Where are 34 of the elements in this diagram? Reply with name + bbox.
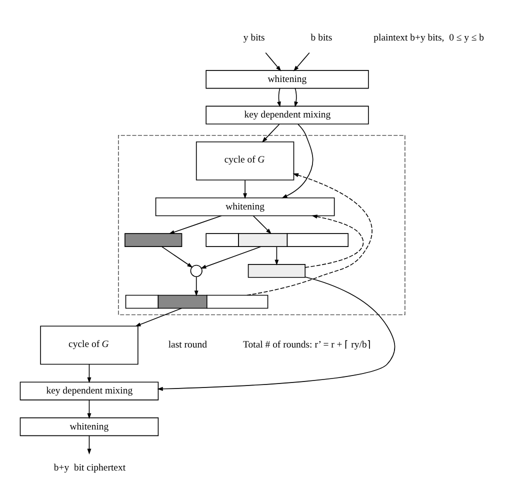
arrow [294, 88, 298, 108]
node-circle [190, 264, 202, 277]
arrow [292, 52, 310, 72]
arrow [200, 246, 261, 269]
node-box: whitening [154, 197, 334, 216]
arrow [160, 246, 192, 268]
arrow [261, 124, 280, 142]
node-box: whitening [205, 70, 368, 89]
arrow [86, 364, 91, 384]
node-text: b bits [310, 32, 332, 44]
arrow [194, 276, 198, 296]
arrow [274, 246, 278, 266]
arrow [86, 436, 91, 454]
arrow [252, 216, 272, 234]
node-text: b+y bit ciphertext [53, 462, 126, 474]
label: last round [168, 340, 206, 351]
label: plaintext b+y bits, 0 ≤ y ≤ b [373, 32, 484, 44]
arrow [86, 400, 91, 419]
node-box: whitening [19, 417, 158, 436]
node-box: cycle of G [40, 326, 138, 365]
label: Total # of rounds: r’ = r + ⌈ ry/b⌉ [242, 340, 370, 351]
node-text: y bits [242, 32, 264, 44]
arrow [156, 276, 395, 391]
arrow [304, 214, 364, 268]
arrow [168, 215, 222, 234]
arrow [134, 308, 182, 326]
arrow [264, 52, 281, 72]
arrow [246, 173, 372, 296]
node-box: key dependent mixing [205, 106, 368, 124]
node-box: key dependent mixing [19, 382, 158, 400]
arrow [276, 88, 280, 108]
arrow [281, 124, 313, 198]
node-box: cycle of G [195, 141, 294, 180]
arrow [242, 180, 247, 199]
